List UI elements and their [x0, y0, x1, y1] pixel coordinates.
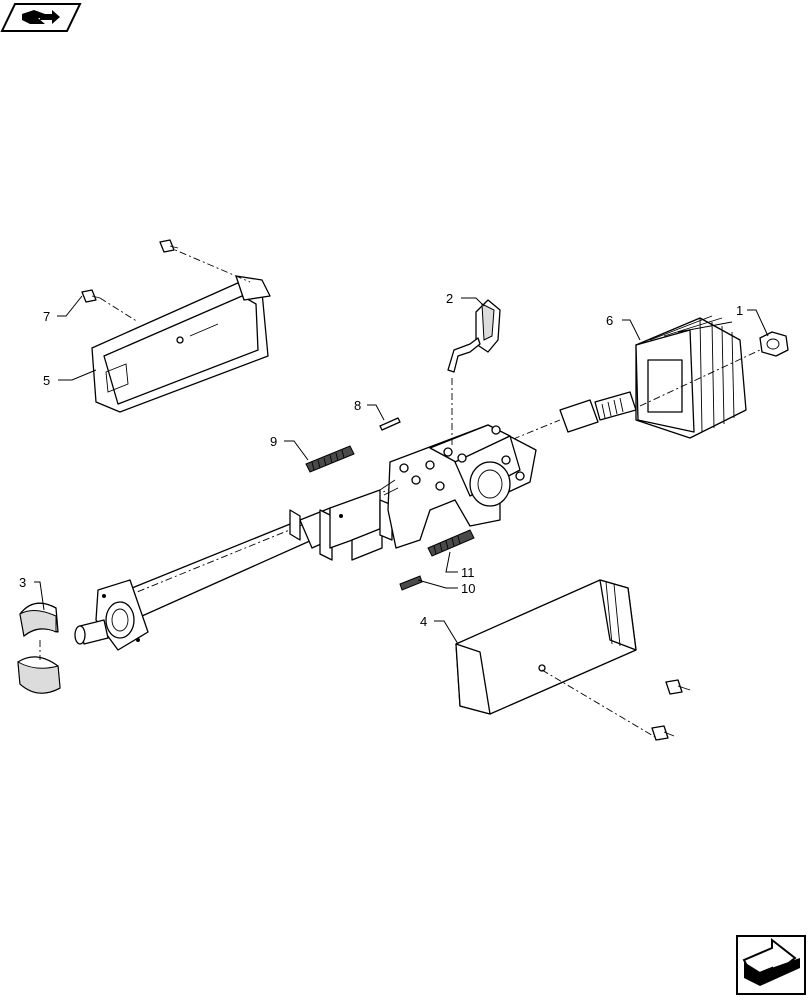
bushing-halves — [17, 602, 61, 694]
spring-11 — [427, 529, 475, 557]
callout-2: 2 — [446, 291, 453, 306]
upper-cover — [91, 245, 271, 413]
leader-lines — [34, 295, 769, 645]
callout-6: 6 — [606, 313, 613, 328]
callout-9: 9 — [270, 434, 277, 449]
callout-5: 5 — [43, 373, 50, 388]
callout-4: 4 — [420, 614, 427, 629]
rubber-boot — [635, 315, 761, 439]
central-bracket-housing — [379, 424, 537, 549]
callout-8: 8 — [354, 398, 361, 413]
callout-11: 11 — [461, 565, 475, 580]
steering-column-shaft — [109, 391, 637, 617]
callout-7: 7 — [43, 309, 50, 324]
spring-9 — [305, 445, 355, 473]
lever — [447, 299, 501, 446]
small-pin — [379, 417, 401, 431]
bolt-lower-2 — [651, 725, 675, 741]
callout-10: 10 — [461, 581, 475, 596]
nut — [759, 331, 789, 357]
page-nav-forward-icon[interactable] — [736, 935, 806, 995]
bolt-lower-1 — [665, 679, 691, 695]
small-pin-10 — [399, 575, 423, 591]
page-nav-back-icon[interactable] — [0, 3, 82, 32]
shaft-flange — [74, 579, 149, 651]
callout-1: 1 — [736, 303, 743, 318]
lower-cover — [455, 579, 661, 741]
screw-upper — [81, 239, 179, 303]
callout-3: 3 — [19, 575, 26, 590]
